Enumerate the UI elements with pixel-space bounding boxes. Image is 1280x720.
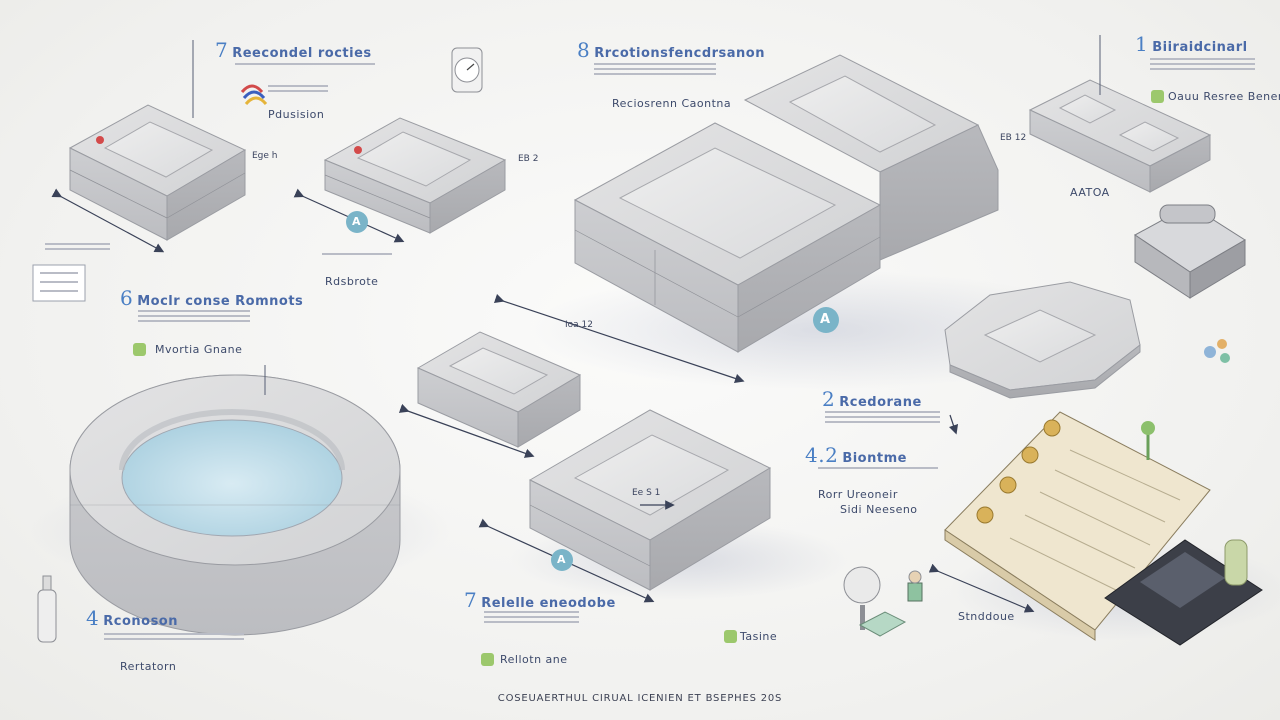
concrete-block-twin <box>1028 79 1212 193</box>
label-tasine: Tasine <box>740 630 778 643</box>
measurement-3: Ioa 12 <box>565 320 593 330</box>
calculator <box>1104 539 1263 646</box>
measurement-2: EB 2 <box>518 154 539 164</box>
marker-a-3 <box>551 549 573 571</box>
list-card <box>32 264 86 302</box>
label-sdsvdans: Sidi Neeseno <box>840 503 918 516</box>
section-4-number: 4 <box>86 606 100 630</box>
section-1-body <box>1150 55 1255 73</box>
section-4-2-body <box>818 464 938 472</box>
green-check-icon-4 <box>724 630 737 643</box>
machine-device <box>1134 204 1246 299</box>
section-6-body <box>138 307 250 325</box>
concrete-block-1 <box>68 104 247 241</box>
marker-a-3-letter: A <box>557 553 567 566</box>
section-8-title: Rrcotionsfencdrsanon <box>594 46 765 61</box>
marker-a-1 <box>346 211 368 233</box>
label-mhta-ome: Mvortia Gnane <box>155 343 243 356</box>
measurement-1: Ege h <box>252 151 278 161</box>
label-aatoa: AATOA <box>1070 186 1110 199</box>
green-check-icon-1 <box>133 343 146 356</box>
bottle-icon <box>37 575 57 643</box>
section-7-number: 7 <box>215 38 229 62</box>
lamp-icon <box>843 566 881 630</box>
marker-a-2 <box>813 307 839 333</box>
section-4-title: Rconoson <box>103 614 178 629</box>
section-5-body <box>484 608 579 626</box>
round-tank <box>69 374 401 636</box>
section-7-body <box>235 60 375 68</box>
color-logo-icon <box>240 84 268 106</box>
section-2-title: Rcedorane <box>839 395 922 410</box>
green-check-icon-3 <box>481 653 494 666</box>
section-5-number: 7 <box>464 588 478 612</box>
section-6-number: 6 <box>120 286 134 310</box>
label-red-note: Reciosrenn Caontna <box>612 97 732 110</box>
plant-icon <box>1141 421 1155 460</box>
marker-a-1-letter: A <box>352 215 362 228</box>
section-4-body <box>104 630 244 643</box>
dimension-arrow-1 <box>51 188 165 253</box>
section-8-body <box>594 60 716 78</box>
measurement-5: Ee S 1 <box>632 488 661 498</box>
section-4-2-number: 4.2 <box>805 443 839 467</box>
label-pdusision: Pdusision <box>268 108 325 121</box>
section-2-number: 2 <box>822 387 836 411</box>
label-ouu-resee: Oauu Resree Beneme <box>1168 90 1280 103</box>
label-rertatorn: Rertatorn <box>120 660 177 673</box>
left-note-body <box>45 240 110 253</box>
green-check-icon-2 <box>1151 90 1164 103</box>
measurement-4: EB 12 <box>1000 133 1027 143</box>
section-2-body <box>825 408 940 426</box>
section-6-title: Moclr conse Romnots <box>137 294 304 309</box>
label-sar-unotn: Rorr Ureoneir <box>818 488 898 501</box>
label-reccta: Rellotn ane <box>500 653 568 666</box>
footer-caption: COSEUAERTHUL CIRUAL ICENIEN ET BSEPHES 2… <box>497 693 783 704</box>
chair-icon <box>858 611 907 637</box>
octagon-slab <box>944 281 1141 399</box>
section-8-number: 8 <box>577 38 591 62</box>
marker-a-2-letter: A <box>820 312 831 327</box>
cluster-icon <box>1204 339 1230 363</box>
mid-note-body <box>322 250 392 258</box>
section-4-2-title: Biontme <box>842 451 907 466</box>
watch-icon <box>451 47 483 93</box>
label-sendouoe: Stnddoue <box>958 610 1015 623</box>
section-1-title: Biiraidcinarl <box>1152 40 1248 55</box>
section-5-title: Relelle eneodobe <box>481 596 616 611</box>
section-7-body-2 <box>268 82 328 95</box>
section-1-number: 1 <box>1135 32 1149 56</box>
label-rdsbrote: Rdsbrote <box>325 275 379 288</box>
section-7-title: Reecondel rocties <box>232 46 372 61</box>
figure-icon <box>907 570 923 602</box>
